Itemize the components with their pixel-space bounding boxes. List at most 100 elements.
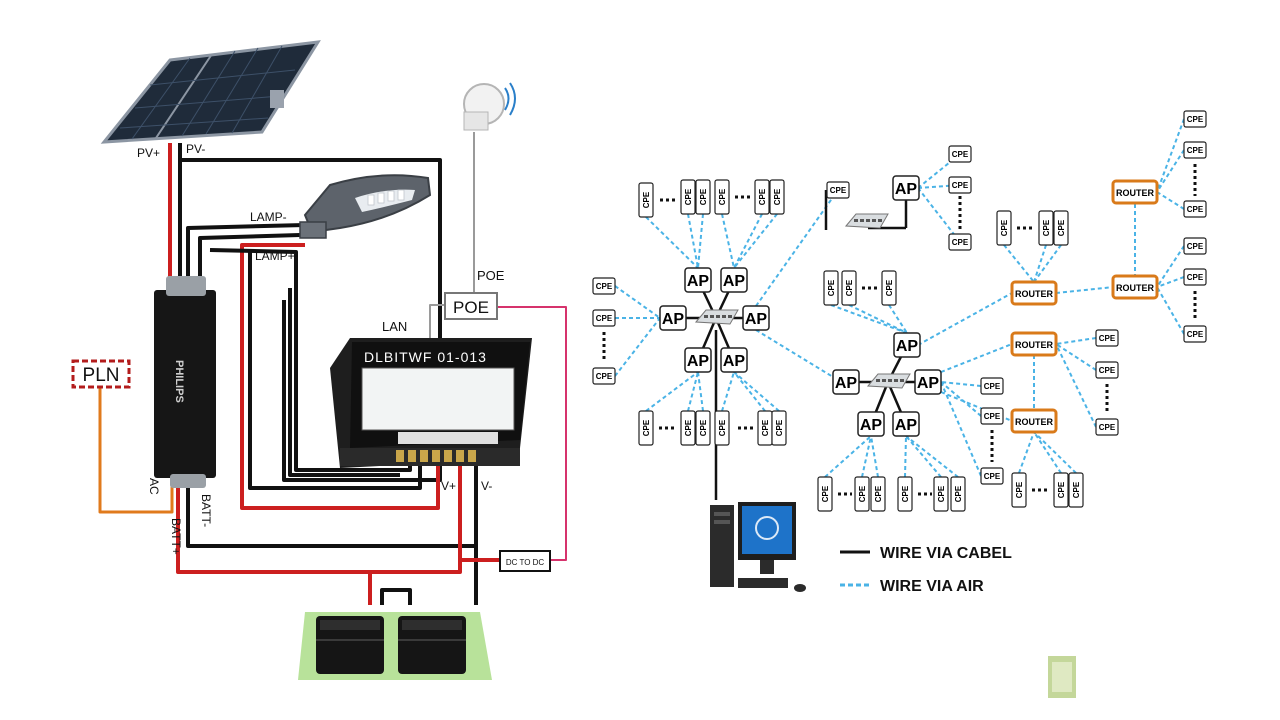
cpe-node: CPE: [1183, 268, 1207, 286]
battery-link-wire: [380, 588, 412, 605]
cpe-label: CPE: [758, 188, 767, 205]
poe-box-label: POE: [453, 298, 489, 317]
air-link: [1055, 337, 1097, 345]
cpe-node: CPE: [854, 476, 870, 512]
air-link: [1055, 343, 1097, 371]
cpe-label: CPE: [952, 238, 969, 247]
cpe-node: CPE: [881, 270, 897, 306]
air-link: [1156, 276, 1185, 288]
air-link: [940, 343, 1013, 373]
air-link: [1055, 286, 1115, 294]
cpe-label: CPE: [1000, 219, 1009, 236]
cpe-label: CPE: [699, 188, 708, 205]
air-link: [755, 329, 839, 381]
ac-label: AC: [147, 478, 161, 495]
cpe-label: CPE: [1187, 205, 1204, 214]
air-link: [904, 435, 907, 478]
air-link: [733, 213, 778, 269]
ac-wire: [98, 388, 174, 514]
access-point-node: AP: [720, 347, 748, 373]
cpe-label: CPE: [596, 282, 613, 291]
cpe-label: CPE: [718, 419, 727, 436]
air-link: [940, 381, 982, 417]
wifi-antenna-icon: [463, 82, 516, 131]
air-link: [940, 381, 982, 477]
air-link: [687, 371, 699, 412]
cpe-label: CPE: [952, 150, 969, 159]
access-point-label: AP: [895, 417, 918, 434]
battery-icon: [398, 616, 466, 674]
network-switch-icon: [866, 373, 911, 389]
poe-box: [444, 292, 498, 320]
cpe-node: CPE: [1183, 325, 1207, 343]
cpe-label: CPE: [845, 279, 854, 296]
cpe-label: CPE: [773, 188, 782, 205]
router-node: ROUTER: [1010, 331, 1058, 357]
access-point-node: AP: [892, 411, 920, 437]
dc-to-dc-box: [499, 550, 551, 572]
lamp-driver: [154, 276, 216, 488]
cpe-node: CPE: [638, 182, 654, 218]
network-switch-icon: [844, 213, 889, 229]
air-link: [1033, 431, 1077, 474]
air-link: [905, 435, 942, 478]
cpe-label: CPE: [1187, 273, 1204, 282]
air-link: [888, 304, 908, 334]
air-link: [1156, 286, 1185, 335]
cpe-label: CPE: [684, 188, 693, 205]
access-point-node: AP: [914, 369, 942, 395]
air-link: [1033, 244, 1047, 283]
cpe-label: CPE: [642, 191, 651, 208]
cpe-node: CPE: [980, 407, 1004, 425]
cpe-node: CPE: [948, 145, 972, 163]
network-switch-icon: [694, 309, 739, 325]
cpe-label: CPE: [952, 181, 969, 190]
access-point-label: AP: [860, 417, 883, 434]
controller-black-wire: [248, 252, 422, 490]
router-label: ROUTER: [1116, 188, 1155, 198]
access-point-label: AP: [662, 311, 685, 328]
legend-cable-label: WIRE VIA CABEL: [880, 545, 1012, 562]
air-link: [940, 381, 982, 387]
router-node: ROUTER: [1111, 179, 1159, 205]
cpe-node: CPE: [823, 270, 839, 306]
access-point-node: AP: [892, 175, 920, 201]
cpe-node: CPE: [1183, 237, 1207, 255]
access-point-label: AP: [895, 181, 918, 198]
cpe-node: CPE: [817, 476, 833, 512]
street-lamp-icon: [299, 174, 432, 239]
air-link: [1055, 343, 1097, 428]
cpe-label: CPE: [1099, 334, 1116, 343]
cpe-node: CPE: [996, 210, 1012, 246]
air-link: [721, 371, 735, 412]
cpe-node: CPE: [757, 410, 773, 446]
cpe-node: CPE: [1183, 200, 1207, 218]
router-label: ROUTER: [1015, 417, 1054, 427]
cpe-node: CPE: [592, 367, 616, 385]
access-point-node: AP: [832, 369, 860, 395]
legend-air-label: WIRE VIA AIR: [880, 578, 984, 595]
access-point-label: AP: [917, 375, 940, 392]
lan-wire: [288, 288, 400, 477]
access-point-label: AP: [896, 338, 919, 355]
cpe-node: CPE: [1095, 361, 1119, 379]
cpe-node: CPE: [680, 410, 696, 446]
cpe-label: CPE: [821, 485, 830, 502]
lamp-plus-wire: [198, 233, 301, 280]
cpe-label: CPE: [937, 485, 946, 502]
cpe-label: CPE: [1072, 481, 1081, 498]
cpe-label: CPE: [984, 412, 1001, 421]
access-point-label: AP: [723, 273, 746, 290]
legend: WIRE VIA CABEL WIRE VIA AIR: [840, 545, 1012, 595]
air-link: [733, 213, 763, 269]
cpe-node: CPE: [680, 179, 696, 215]
router-label: ROUTER: [1015, 289, 1054, 299]
v-minus-label: V-: [481, 479, 492, 493]
cpe-label: CPE: [827, 279, 836, 296]
lan-label: LAN: [382, 319, 407, 334]
cpe-node: CPE: [1053, 210, 1069, 246]
air-link: [697, 371, 704, 412]
cpe-label: CPE: [1015, 481, 1024, 498]
air-link: [1156, 191, 1185, 210]
lamp-minus-label: LAMP-: [250, 210, 287, 224]
